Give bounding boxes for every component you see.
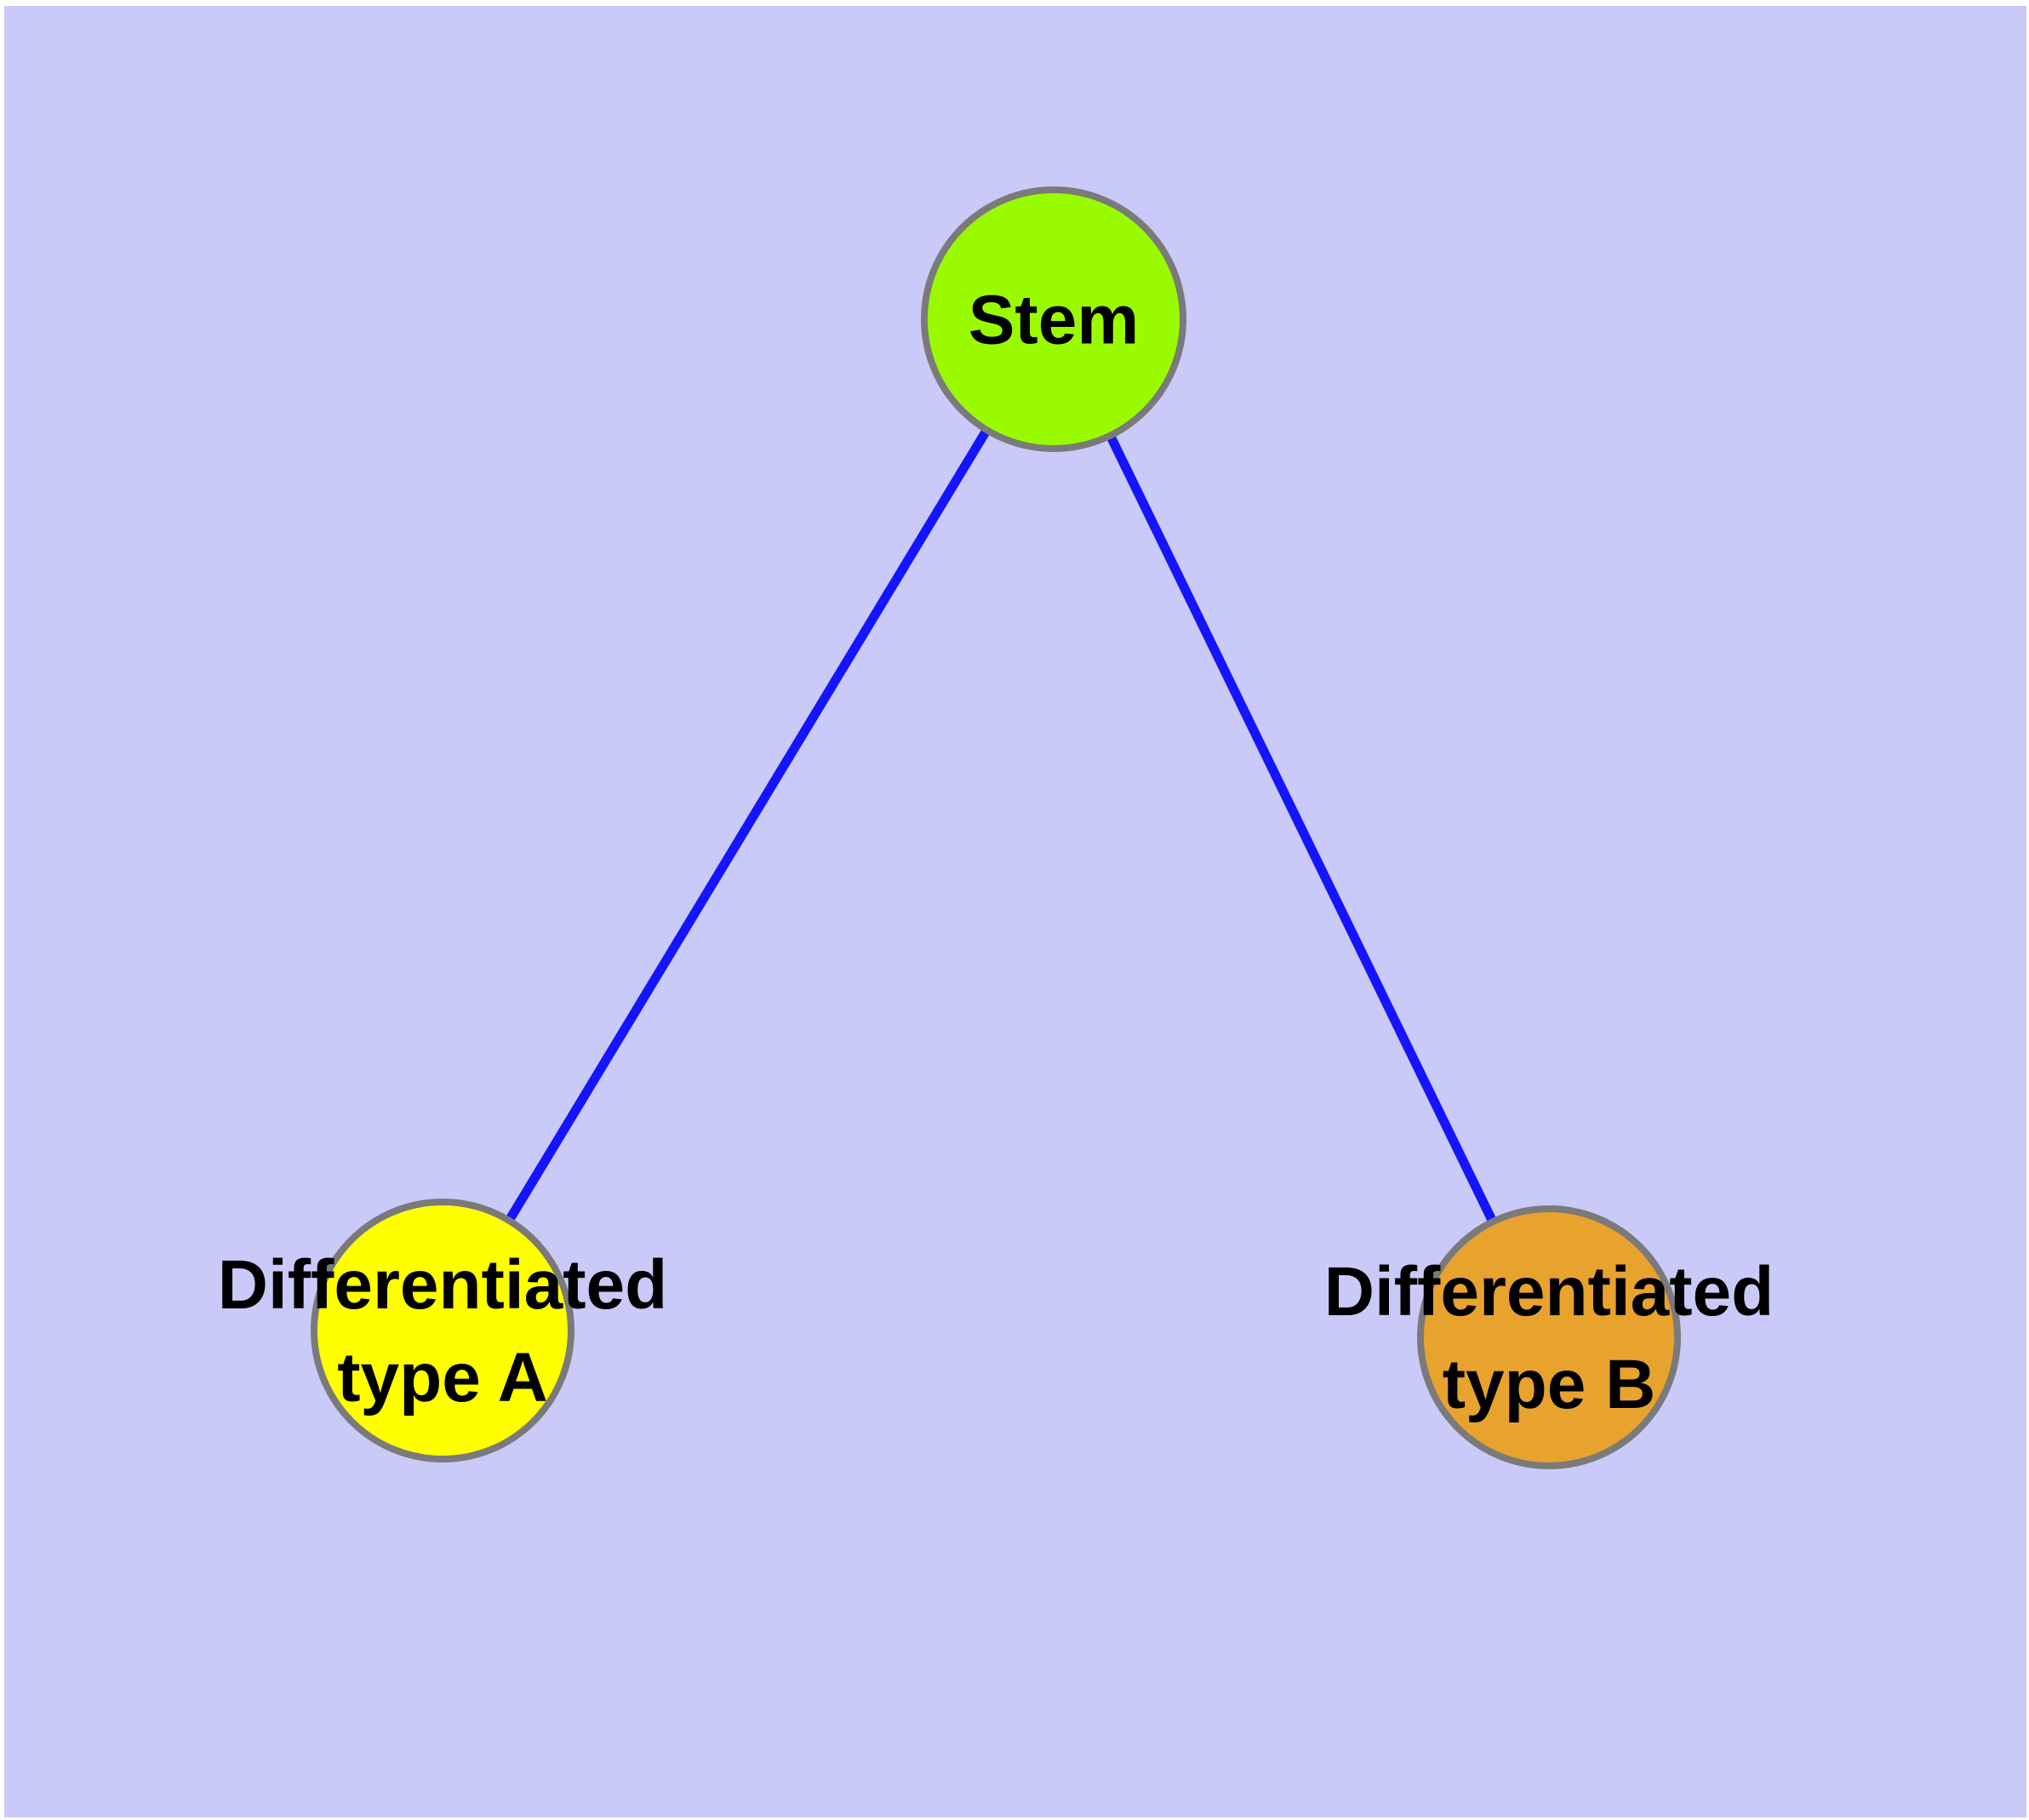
- node-type-b-label-line-1: Differentiated: [1324, 1253, 1775, 1331]
- node-type-b-circle: [1417, 1205, 1681, 1469]
- node-stem-circle: [921, 186, 1186, 452]
- node-type-b-label: Differentiated type B: [1324, 1253, 1775, 1423]
- edge-stem-to-type-a: [438, 317, 1058, 1333]
- node-stem-label: Stem: [969, 282, 1140, 359]
- node-stem-label-line-1: Stem: [969, 282, 1140, 359]
- node-type-b-label-line-2: type B: [1443, 1346, 1656, 1423]
- node-type-a-label-line-2: type A: [337, 1339, 548, 1417]
- node-type-a-circle: [311, 1199, 574, 1462]
- edge-stem-to-type-b: [1049, 317, 1553, 1340]
- node-type-a-label: Differentiated type A: [218, 1246, 668, 1417]
- node-type-a-label-line-1: Differentiated: [218, 1246, 668, 1324]
